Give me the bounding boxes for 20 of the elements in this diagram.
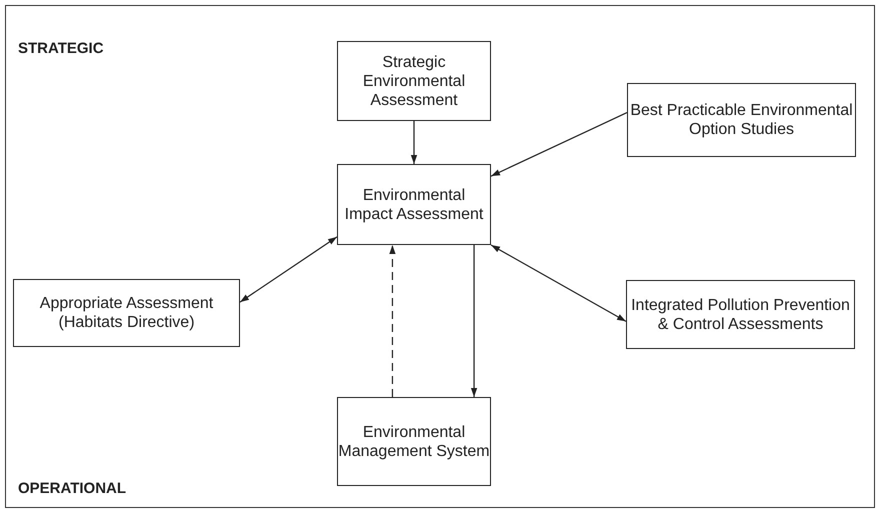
section-label: STRATEGIC xyxy=(18,40,104,57)
arrow xyxy=(410,121,418,164)
box-text: Strategic Environmental Assessment xyxy=(362,52,466,110)
process-box xyxy=(337,164,491,245)
section-label: OPERATIONAL xyxy=(18,480,126,497)
process-box xyxy=(337,41,491,121)
process-box xyxy=(627,83,856,157)
process-box xyxy=(626,280,855,349)
arrow xyxy=(240,236,338,303)
box-text: Best Practicable Environmental Option Studies xyxy=(629,101,854,139)
box-text: Environmental Management System xyxy=(338,422,490,460)
box-text: Integrated Pollution Prevention & Control Assessments xyxy=(630,296,851,334)
arrow xyxy=(490,244,626,322)
arrow xyxy=(470,245,478,397)
box-text: Appropriate Assessment (Habitats Directive) xyxy=(38,294,214,332)
process-box xyxy=(337,397,491,486)
arrow xyxy=(490,112,628,177)
arrow xyxy=(389,245,396,397)
process-box xyxy=(13,279,240,347)
box-text: Environmental Impact Assessment xyxy=(344,186,484,224)
